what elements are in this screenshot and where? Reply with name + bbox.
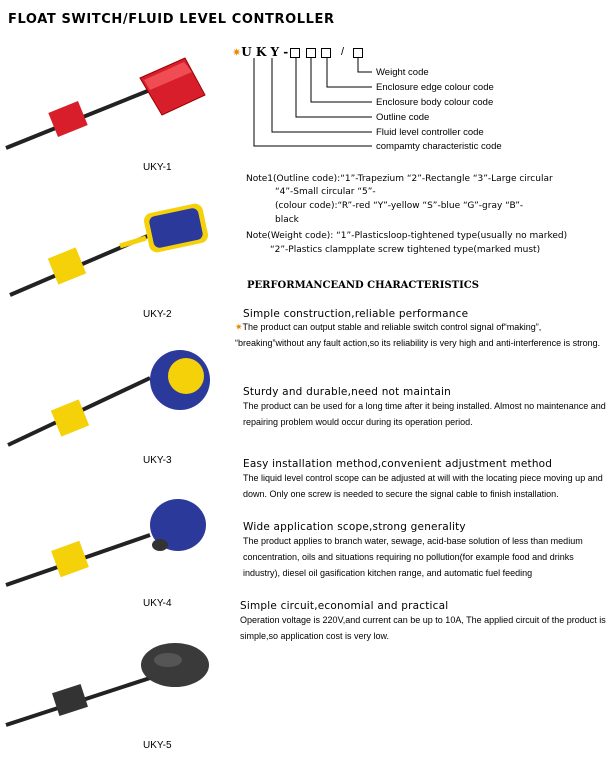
code-box-1 xyxy=(290,48,300,58)
star-icon: ✷ xyxy=(235,322,243,332)
product-image-uky-4 xyxy=(5,499,206,587)
section-heading-4: Wide application scope,strong generality xyxy=(243,521,466,533)
product-image-uky-1 xyxy=(5,57,206,150)
section-body-4: The product applies to branch water, sew… xyxy=(243,536,583,578)
model-code: ✷U K Y - xyxy=(232,45,288,59)
product-label-uky-1: UKY-1 xyxy=(143,162,172,173)
note-weight-1: Note(Weight code): “1”-Plasticsloop-tigh… xyxy=(246,231,568,241)
note-weight-2: “2”-Plastics clampplate screw tightened … xyxy=(270,245,541,255)
product-image-uky-3 xyxy=(7,350,210,447)
product-image-uky-5 xyxy=(5,643,209,727)
product-label-uky-2: UKY-2 xyxy=(143,309,172,320)
section-heading-3: Easy installation method,convenient adju… xyxy=(243,458,553,470)
code-box-4 xyxy=(353,48,363,58)
code-box-3 xyxy=(321,48,331,58)
performance-title: PERFORMANCEAND CHARACTERISTICS xyxy=(247,280,479,291)
section-heading-5: Simple circuit,economial and practical xyxy=(240,600,449,612)
model-code-prefix: U K Y - xyxy=(241,45,289,59)
section-heading-2: Sturdy and durable,need not maintain xyxy=(243,386,451,398)
note-colour-2: black xyxy=(275,215,299,225)
legend-outline-code: Outline code xyxy=(376,112,430,123)
section-body-1: ✷The product can output stable and relia… xyxy=(235,319,607,351)
legend-company-code: compamty characteristic code xyxy=(376,141,502,152)
legend-body-colour: Enclosure body colour code xyxy=(376,97,494,108)
product-label-uky-5: UKY-5 xyxy=(143,740,172,751)
section-heading-1: Simple construction,reliable performance xyxy=(243,308,469,320)
note-colour-1: (colour code):“R”-red “Y”-yellow “S”-blu… xyxy=(275,201,524,211)
page-title: FLOAT SWITCH/FLUID LEVEL CONTROLLER xyxy=(8,12,335,27)
section-body-5: Operation voltage is 220V,and current ca… xyxy=(240,615,606,641)
note-outline-2: “4”-Small circular “5”- xyxy=(275,187,376,197)
product-label-uky-4: UKY-4 xyxy=(143,598,172,609)
section-text-1: The product can output stable and reliab… xyxy=(235,322,601,348)
code-slash: / xyxy=(341,46,345,58)
section-body-3: The liquid level control scope can be ad… xyxy=(243,473,603,499)
legend-controller-code: Fluid level controller code xyxy=(376,127,484,138)
section-body-2: The product can be used for a long time … xyxy=(243,401,606,427)
product-label-uky-3: UKY-3 xyxy=(143,455,172,466)
product-image-uky-2 xyxy=(9,203,209,297)
legend-edge-colour: Enclosure edge colour code xyxy=(376,82,494,93)
product-illustrations xyxy=(5,57,210,727)
code-box-2 xyxy=(306,48,316,58)
star-icon: ✷ xyxy=(232,46,242,59)
note-outline-1: Note1(Outline code):“1”-Trapezium “2”-Re… xyxy=(246,174,553,184)
code-connector-lines xyxy=(253,58,372,147)
legend-weight-code: Weight code xyxy=(376,67,429,78)
